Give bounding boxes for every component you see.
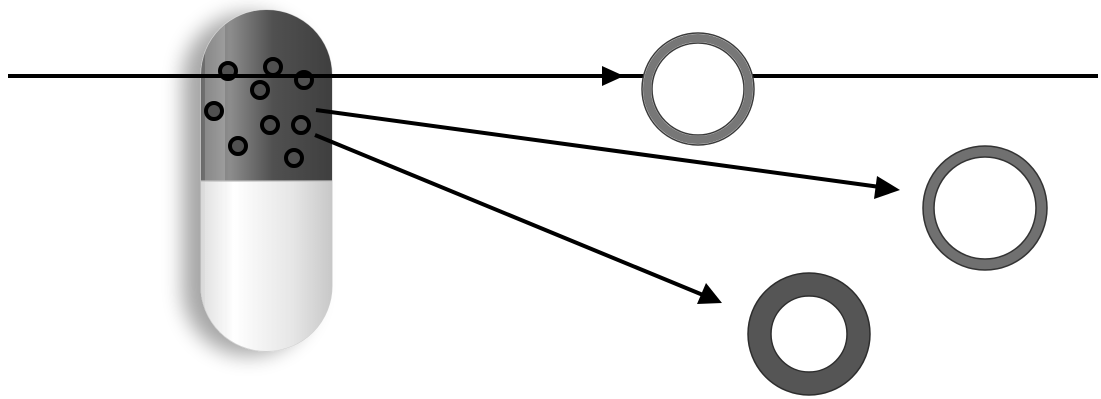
arrowhead-icon bbox=[602, 66, 624, 86]
medium-ring bbox=[923, 146, 1047, 270]
straight-arrow bbox=[8, 66, 1098, 86]
particle-dot bbox=[252, 82, 268, 98]
particle-dot bbox=[293, 117, 309, 133]
upper-deflected-arrow bbox=[316, 110, 900, 199]
lower-deflected-arrow bbox=[315, 135, 722, 304]
particle-dot bbox=[206, 103, 222, 119]
particle-dot bbox=[230, 138, 246, 154]
particle-dot bbox=[262, 117, 278, 133]
particle-dot bbox=[265, 59, 281, 75]
thin-ring bbox=[642, 33, 754, 145]
arrowhead-icon bbox=[874, 176, 900, 199]
thick-ring bbox=[748, 273, 870, 395]
particle-dot bbox=[286, 150, 302, 166]
